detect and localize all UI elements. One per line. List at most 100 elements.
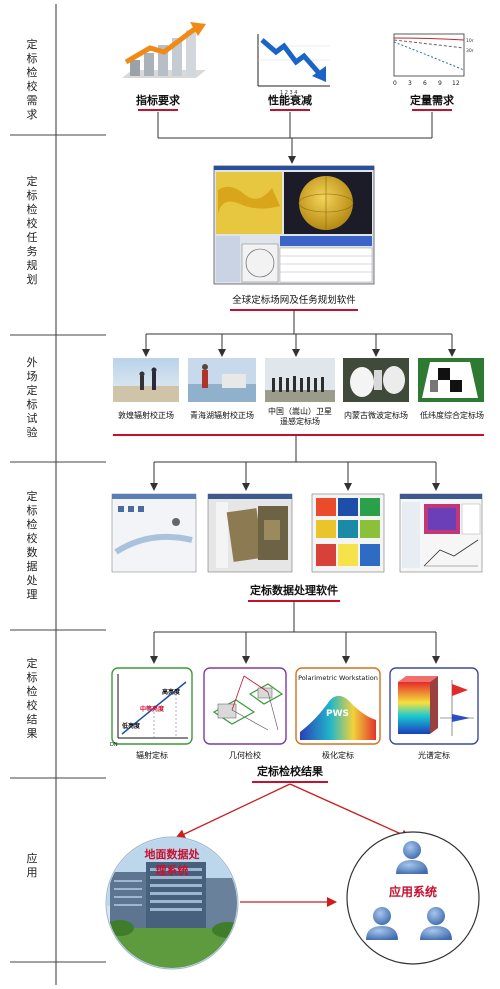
software-screenshot-2 (207, 493, 293, 573)
stage-label-requirements: 定标检校需求 (27, 37, 38, 121)
stage-label-char: 校 (27, 698, 38, 712)
ground-system-image: 地面数据处 理系统 (105, 836, 239, 970)
stage-label-char: 理 (27, 588, 38, 601)
site-photo-inner-mongolia (343, 358, 409, 402)
planning-software-screenshot (213, 165, 375, 285)
red-arrow (175, 783, 291, 839)
result-caption: 极化定标 (322, 750, 354, 760)
stage-label-char: 标 (27, 188, 38, 202)
application-system-node: 应用系统 (346, 831, 480, 965)
svg-text:1 2 3 4: 1 2 3 4 (280, 90, 298, 96)
connector (150, 435, 440, 491)
result-annotation: 低亮度 (121, 722, 141, 730)
requirement-label: 定量需求 (410, 93, 455, 107)
site-photo-songshan (265, 358, 335, 402)
axis-tick-label: 0 (393, 80, 397, 87)
polarimetric-logo-text: PWS (326, 709, 349, 719)
site-photo-dunhuang (113, 358, 179, 402)
bar-chart-arrow-icon (122, 22, 206, 78)
stage-label-char: 定 (27, 37, 38, 51)
stage-label-results: 定标检校结果 (27, 656, 38, 740)
stage-label-char: 果 (27, 727, 38, 740)
declining-chart-icon: 1 2 3 4 (257, 34, 330, 96)
stage-label-char: 标 (27, 397, 38, 411)
site-caption: 低纬度综合定标场 (420, 410, 484, 420)
stage-label-char: 据 (27, 559, 38, 573)
stage-label-char: 需 (27, 94, 38, 107)
svg-text:30r: 30r (466, 48, 474, 54)
requirement-label: 性能衰减 (268, 93, 312, 107)
software-screenshot-1 (111, 493, 197, 573)
svg-text:10r: 10r (466, 38, 474, 44)
processing-section: 定标数据处理软件 (111, 493, 483, 664)
site-caption: 青海湖辐射校正场 (190, 410, 254, 420)
stage-label-char: 场 (27, 369, 38, 383)
axis-tick-label: 3 (408, 80, 412, 87)
site-photo-qinghai (188, 358, 256, 402)
stage-column: 定标检校需求 定标检校任务规划 外场定标试验 定标检校数据处理 定标检校结果 应… (10, 4, 106, 985)
stage-label-char: 务 (27, 245, 38, 258)
axis-tick-label: 9 (438, 80, 442, 87)
processing-caption: 定标数据处理软件 (250, 583, 338, 597)
stage-label-char: 用 (27, 866, 38, 879)
stage-label-char: 规 (27, 258, 38, 272)
user-icon (396, 841, 428, 874)
stage-label-application: 应用 (27, 851, 38, 879)
requirement-label: 指标要求 (136, 93, 181, 107)
stage-label-char: 求 (27, 108, 38, 121)
axis-tick-label: 12 (452, 80, 460, 87)
connector (150, 601, 440, 664)
geometric-result-panel (203, 667, 287, 745)
stage-label-char: 定 (27, 174, 38, 188)
planning-section: 全球定标场网及任务规划软件 (142, 165, 456, 357)
site-caption: 敦煌辐射校正场 (118, 410, 174, 420)
application-system-label: 应用系统 (389, 884, 437, 899)
results-section: 高亮度 中等亮度 低亮度 DN Polarimetric Workstation… (110, 667, 479, 783)
spectral-result-panel (389, 667, 479, 745)
result-annotation: DN (110, 742, 118, 748)
result-caption: 光谱定标 (418, 750, 450, 760)
user-icon (420, 907, 452, 940)
result-annotation: 高亮度 (162, 688, 181, 696)
stage-label-char: 任 (27, 231, 38, 244)
connector (142, 310, 456, 357)
radiometric-result-panel: 高亮度 中等亮度 低亮度 DN (110, 667, 193, 748)
stage-label-char: 数 (27, 546, 38, 559)
stage-label-char: 验 (27, 425, 38, 439)
stage-label-char: 检 (27, 684, 38, 698)
field-test-section: 敦煌辐射校正场 青海湖辐射校正场 中国（嵩山）卫星 遥感定标场 内蒙古微波定标场… (113, 358, 484, 491)
ground-system-label: 地面数据处 (145, 847, 201, 861)
stage-label-char: 校 (27, 531, 38, 545)
stage-label-planning: 定标检校任务规划 (27, 174, 38, 286)
stage-label-char: 划 (27, 273, 38, 286)
polarimetric-result-panel: Polarimetric Workstation PWS (295, 667, 381, 745)
result-annotation: 中等亮度 (140, 705, 165, 713)
connector (157, 112, 433, 164)
site-photo-low-latitude (418, 358, 484, 402)
result-caption: 几何检校 (229, 750, 261, 760)
stage-label-char: 检 (27, 517, 38, 531)
stage-label-field-test: 外场定标试验 (27, 356, 38, 439)
application-section: 地面数据处 理系统 应用系统 (105, 783, 480, 970)
stage-label-char: 试 (27, 412, 38, 425)
site-caption: 遥感定标场 (280, 416, 320, 426)
decay-curve-chart-icon: 10r 30r 0 3 6 9 12 (393, 33, 474, 87)
result-caption: 辐射定标 (136, 750, 168, 760)
stage-label-char: 定 (27, 383, 38, 397)
stage-label-char: 标 (27, 670, 38, 684)
software-screenshot-3 (311, 493, 385, 573)
results-caption: 定标检校结果 (257, 764, 323, 778)
stage-label-char: 处 (27, 574, 38, 587)
site-caption: 内蒙古微波定标场 (344, 410, 408, 420)
stage-label-char: 定 (27, 489, 38, 503)
stage-label-char: 标 (27, 503, 38, 517)
stage-label-char: 检 (27, 202, 38, 216)
ground-system-label: 理系统 (156, 863, 189, 877)
red-arrow (289, 783, 411, 839)
requirements-section: 1 2 3 4 10r 30r 0 3 6 9 12 指标要求 性能衰减 定量需… (122, 22, 474, 164)
stage-label-char: 校 (27, 216, 38, 230)
stage-label-char: 校 (27, 79, 38, 93)
stage-label-char: 定 (27, 656, 38, 670)
polarimetric-title: Polarimetric Workstation (298, 674, 378, 682)
